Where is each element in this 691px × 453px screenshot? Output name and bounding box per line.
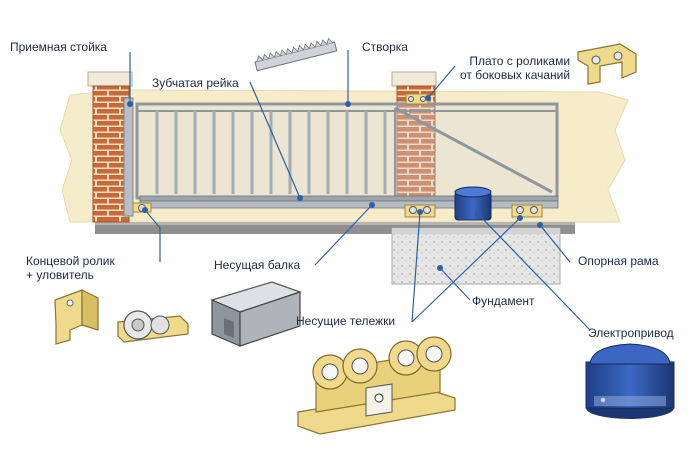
receiving-post <box>123 97 134 217</box>
label-end-roller: Концевой ролик + уловитель <box>26 254 115 282</box>
gate-leaf <box>135 102 559 200</box>
support-beam <box>139 200 559 209</box>
right-brick-pillar <box>391 71 437 207</box>
label-gate-leaf: Створка <box>362 40 408 54</box>
carriage-detail <box>297 336 456 435</box>
roller-plate-inline <box>405 93 429 105</box>
inline-motor <box>454 186 492 221</box>
label-electric-drive: Электропривод <box>588 326 674 340</box>
label-receiving-post: Приемная стойка <box>10 40 107 54</box>
gear-rack <box>139 195 559 202</box>
end-roller <box>132 202 152 213</box>
support-beam-detail <box>210 281 302 347</box>
end-roller-detail <box>117 310 189 343</box>
leader-lines <box>129 50 591 331</box>
label-gear-rack: Зубчатая рейка <box>152 76 239 90</box>
label-roller-plate: Плато с роликами от боковых качаний <box>460 54 571 82</box>
carriages-inline <box>404 204 543 218</box>
label-support-frame: Опорная рама <box>578 254 659 268</box>
roller-plate-detail <box>577 43 637 85</box>
callout-dots <box>127 95 543 271</box>
gear-rack-detail <box>254 37 338 72</box>
label-carriages: Несущие тележки <box>296 314 396 328</box>
left-brick-pillar <box>87 71 133 223</box>
label-support-beam: Несущая балка <box>214 258 301 272</box>
end-catcher-detail <box>54 289 99 345</box>
label-foundation: Фундамент <box>472 294 535 308</box>
foundation-block <box>391 227 561 285</box>
electric-drive-detail <box>585 343 675 419</box>
